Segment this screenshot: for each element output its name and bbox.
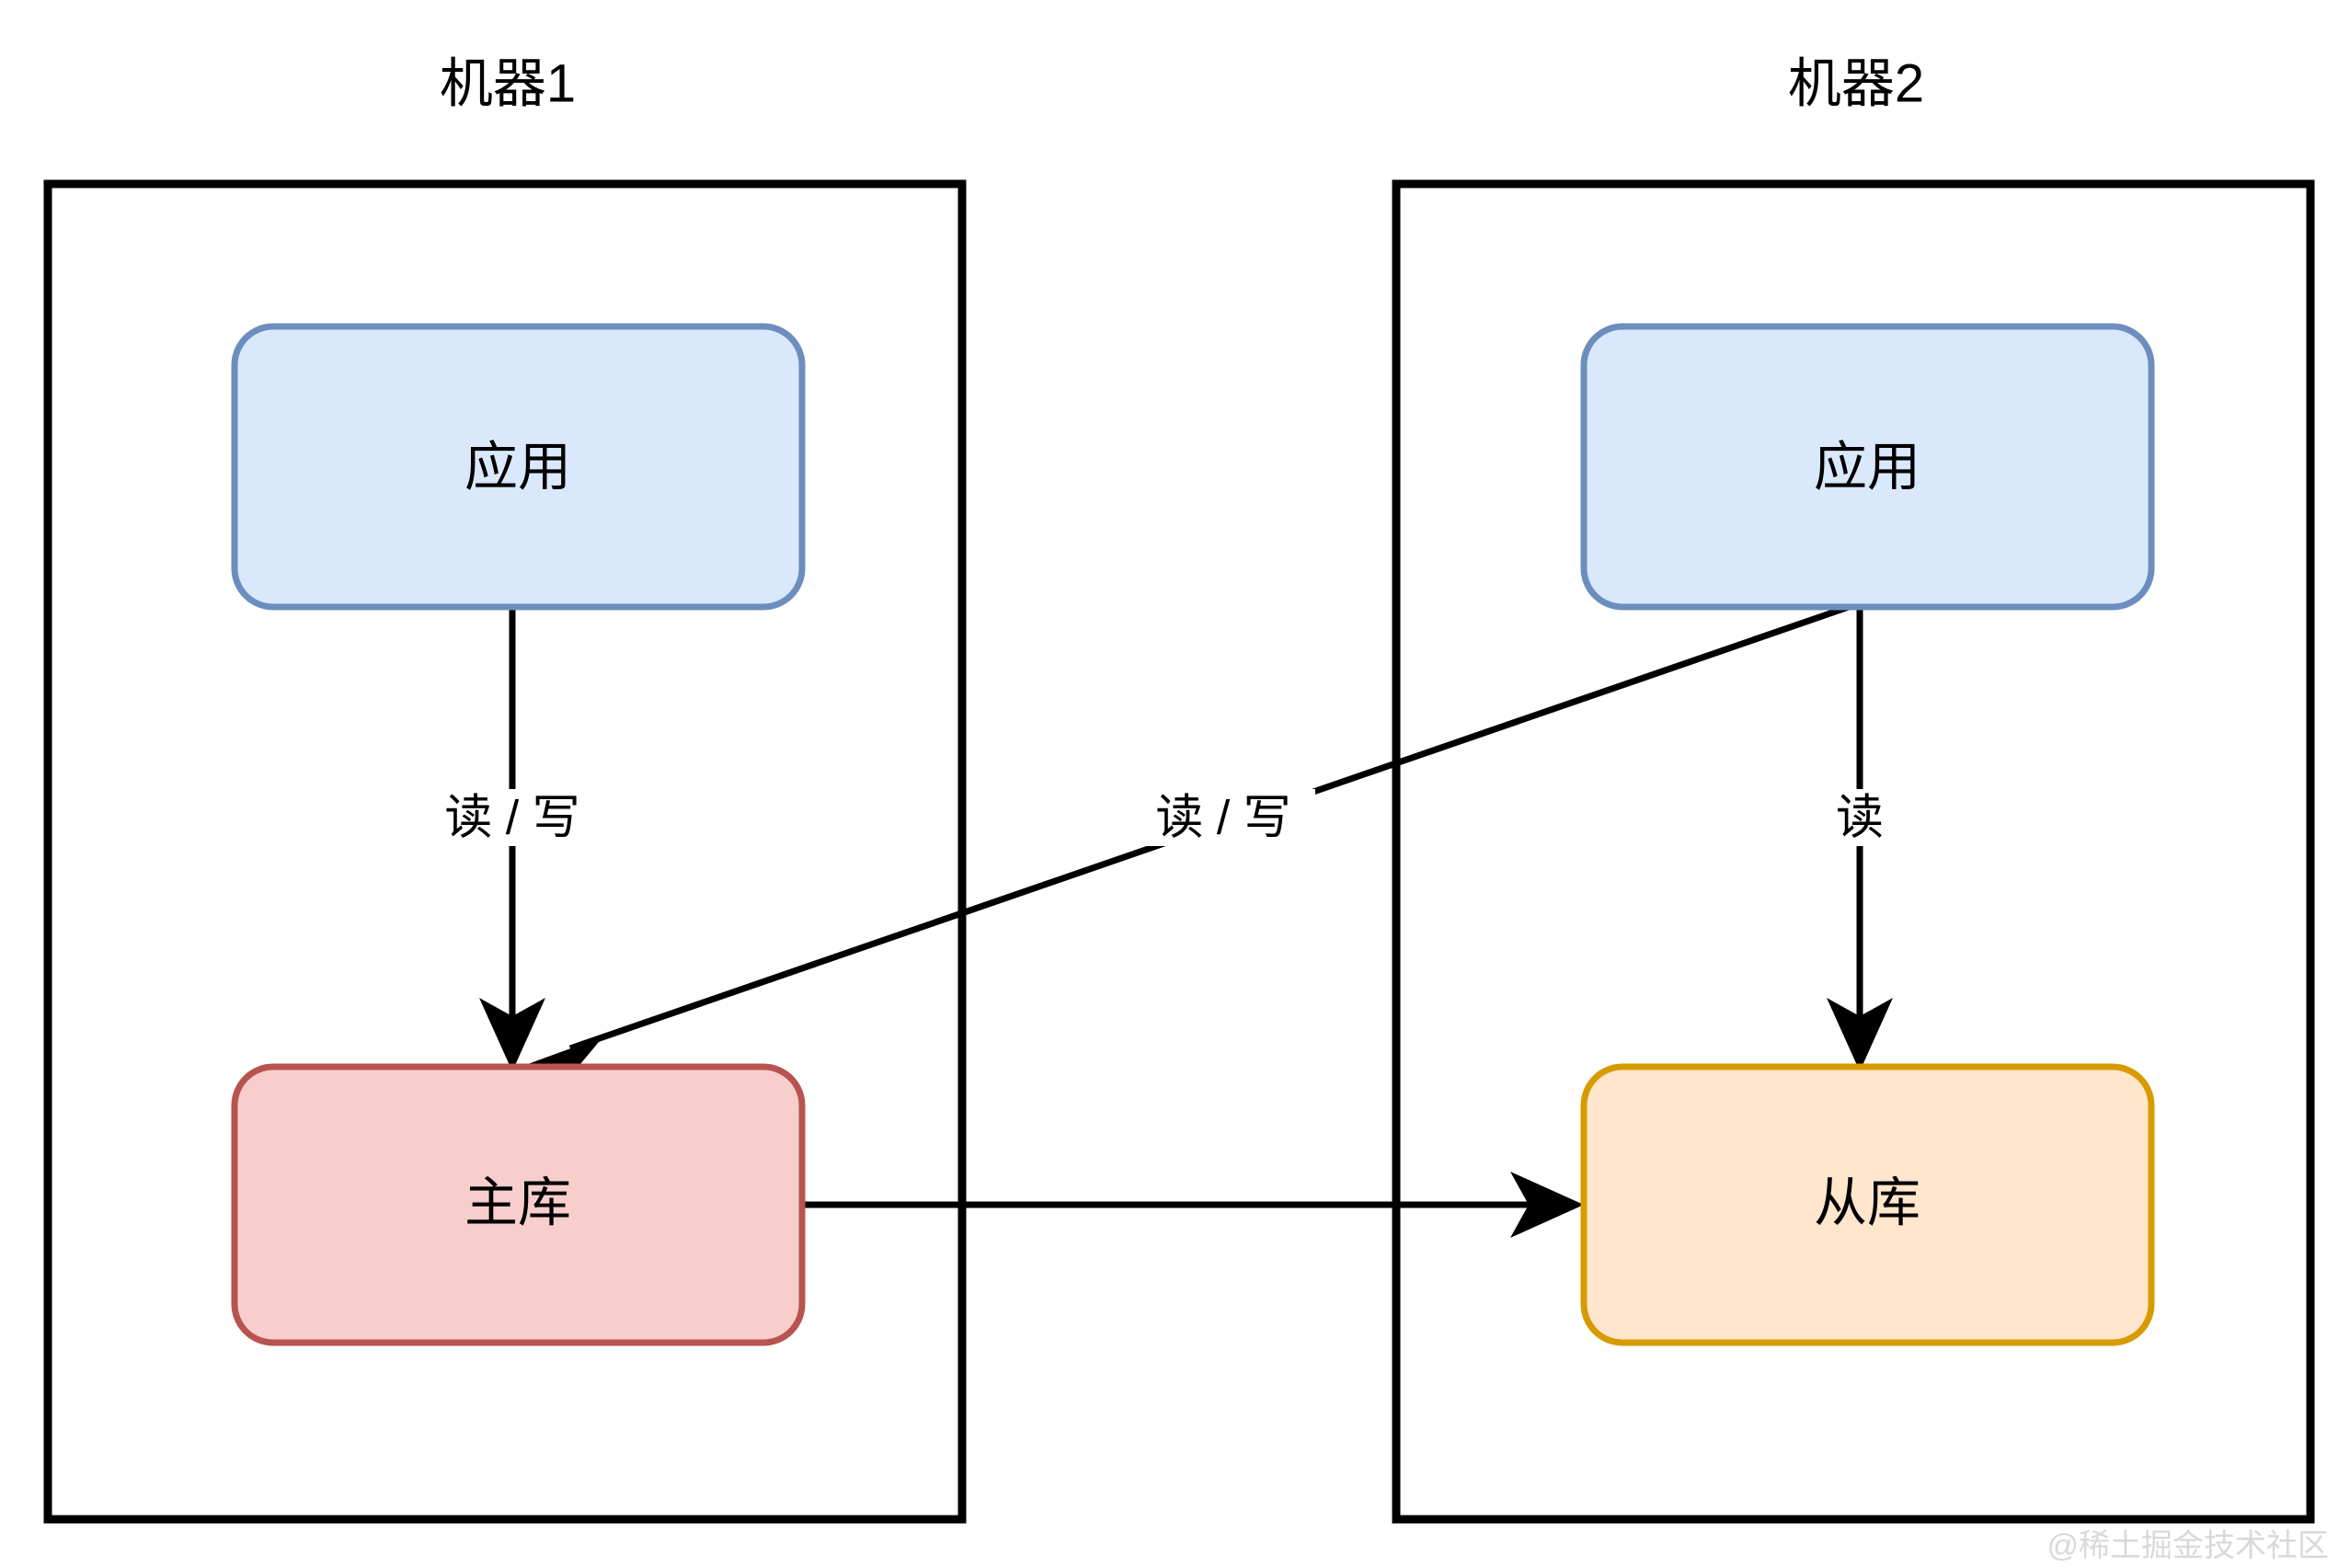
node-app1-shape[interactable] bbox=[231, 323, 806, 611]
watermark: @稀土掘金技术社区 bbox=[2046, 1528, 2329, 1563]
node-master[interactable]: 主库 bbox=[231, 1063, 806, 1346]
machine1-title: 机器1 bbox=[440, 53, 576, 113]
node-app1-label: 应用 bbox=[464, 437, 571, 497]
node-app1[interactable]: 应用 bbox=[231, 323, 806, 611]
node-app2-label: 应用 bbox=[1814, 437, 1920, 497]
machine1-container bbox=[43, 179, 967, 1524]
node-slave-shape[interactable] bbox=[1580, 1063, 2155, 1346]
edge-master-to-slave-arrowhead bbox=[1510, 1172, 1584, 1238]
node-master-label: 主库 bbox=[464, 1173, 571, 1232]
edge-label-app2-to-slave-bg bbox=[1805, 789, 1915, 846]
edge-app2-to-master bbox=[528, 603, 1851, 1096]
edge-app1-to-master-arrowhead bbox=[479, 998, 545, 1071]
node-app2-shape[interactable] bbox=[1580, 323, 2155, 611]
edge-app2-to-slave-arrowhead bbox=[1827, 998, 1893, 1071]
machine1-group: 机器1 bbox=[43, 53, 967, 1524]
edge-label-app2-to-slave: 读 bbox=[1805, 789, 1915, 846]
node-slave-label: 从库 bbox=[1814, 1173, 1920, 1232]
edge-label-app1-to-master: 读 / 写 bbox=[420, 789, 604, 846]
edge-label-app2-to-master-bg bbox=[1131, 789, 1315, 846]
machine2-title: 机器2 bbox=[1788, 53, 1924, 113]
node-slave[interactable]: 从库 bbox=[1580, 1063, 2155, 1346]
edge-master-to-slave bbox=[802, 1172, 1584, 1238]
node-app2[interactable]: 应用 bbox=[1580, 323, 2155, 611]
machine2-container bbox=[1392, 179, 2315, 1524]
edge-label-app1-to-master-bg bbox=[420, 789, 604, 846]
edge-label-app2-to-slave-text: 读 bbox=[1836, 792, 1884, 845]
edge-label-app2-to-master-text: 读 / 写 bbox=[1155, 792, 1290, 845]
edge-label-app1-to-master-text: 读 / 写 bbox=[444, 792, 579, 845]
edge-label-app2-to-master: 读 / 写 bbox=[1131, 789, 1315, 846]
machine2-group: 机器2 bbox=[1392, 53, 2315, 1524]
node-master-shape[interactable] bbox=[231, 1063, 806, 1346]
